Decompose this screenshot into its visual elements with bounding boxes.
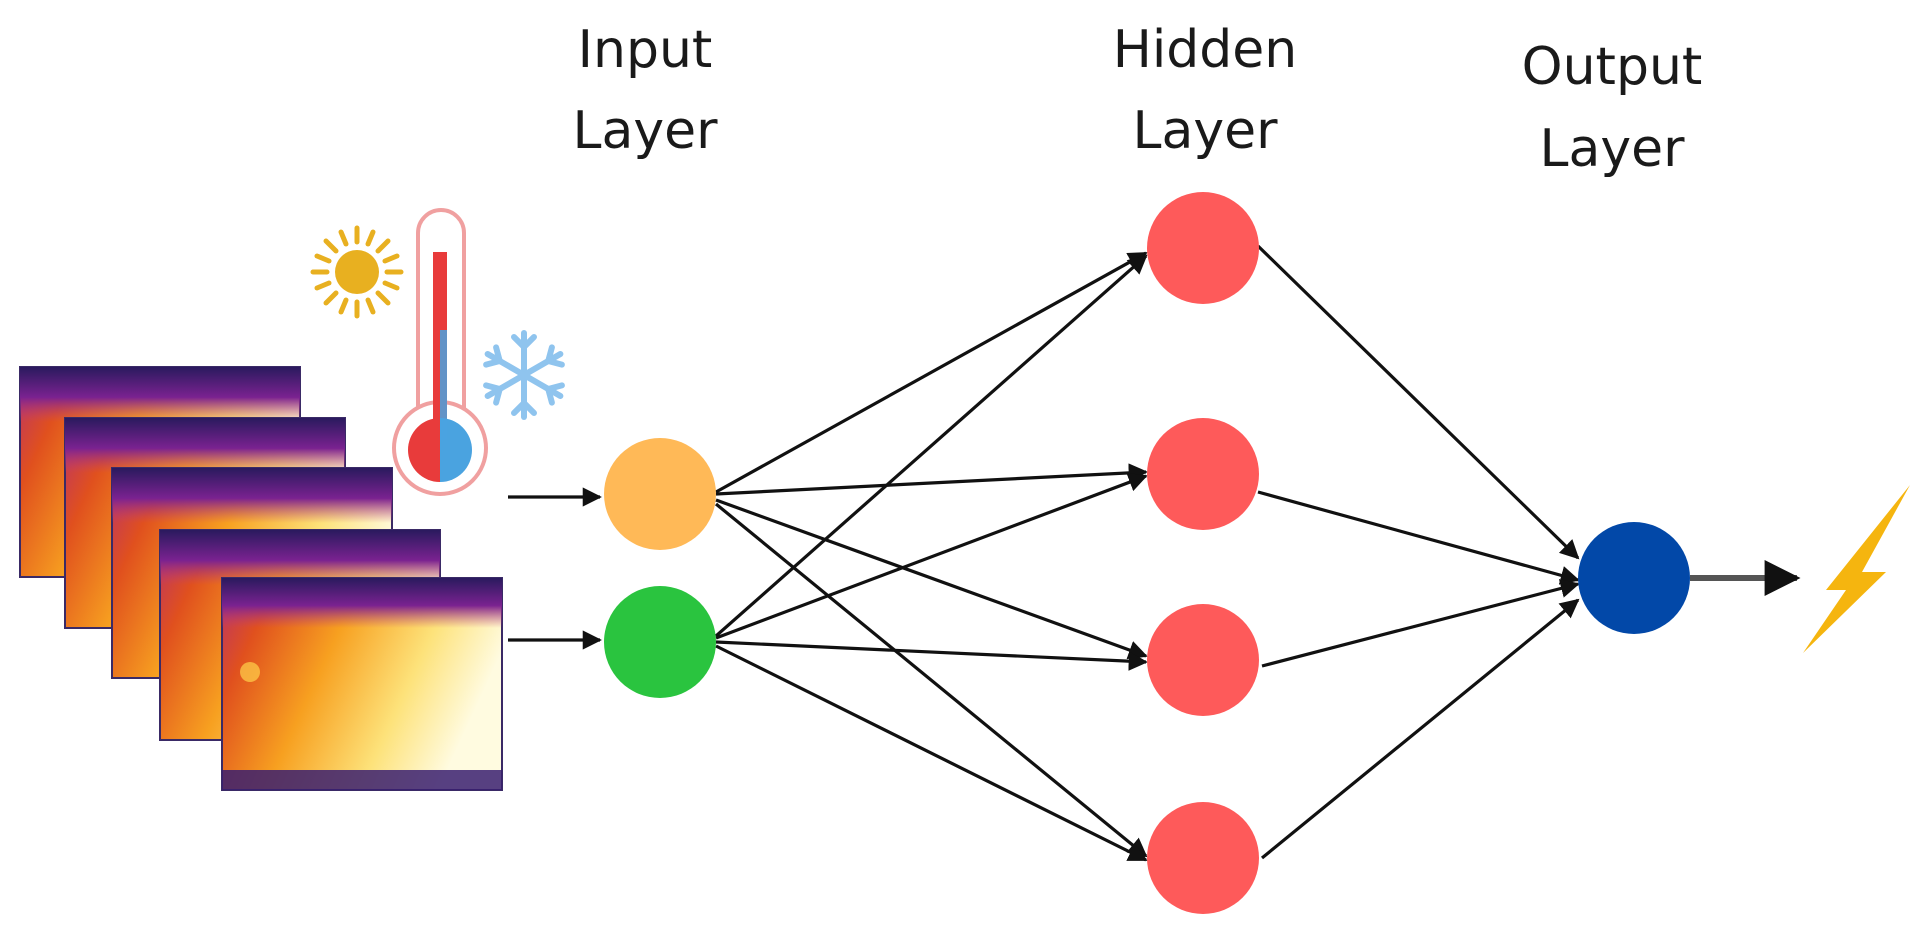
hidden-node-4	[1147, 802, 1259, 914]
thermal-image-5	[221, 577, 503, 791]
input-layer-label-line1: Input	[578, 20, 713, 80]
input-layer-label: Input Layer	[573, 20, 719, 161]
edge-i2-h3	[715, 640, 1148, 671]
edge-i2-h1	[714, 254, 1148, 638]
lightning-icon	[1803, 485, 1910, 653]
edge-i1-h4	[714, 502, 1148, 858]
hidden-layer-label: Hidden Layer	[1113, 20, 1298, 161]
edge-i2-h2	[715, 473, 1148, 640]
edge-h2-o	[1257, 490, 1580, 585]
edge-h3-o	[1261, 579, 1580, 668]
input-node-1	[604, 438, 716, 550]
edge-i1-h2	[715, 463, 1148, 496]
thermal-image-stack	[19, 366, 503, 791]
hidden-node-1	[1147, 192, 1259, 304]
edge-i1-h1	[715, 251, 1148, 494]
hidden-node-2	[1147, 418, 1259, 530]
edge-h4-o	[1260, 598, 1580, 860]
input-layer-label-line2: Layer	[573, 101, 719, 161]
snowflake-icon	[483, 330, 565, 420]
edge-i2-h4	[715, 644, 1148, 862]
edge-i1-h3	[715, 498, 1148, 660]
hidden-layer-label-line2: Layer	[1133, 101, 1279, 161]
output-layer-label-line1: Output	[1522, 37, 1703, 97]
hidden-node-3	[1147, 604, 1259, 716]
output-layer-label: Output Layer	[1522, 37, 1703, 179]
thermometer-icon	[392, 208, 488, 496]
output-node	[1578, 522, 1690, 634]
input-to-hidden-edges	[714, 251, 1148, 862]
output-layer-label-line2: Layer	[1540, 119, 1686, 179]
hidden-to-output-edges	[1256, 244, 1580, 860]
input-node-2	[604, 586, 716, 698]
edge-h1-o	[1256, 244, 1580, 560]
hidden-layer-label-line1: Hidden	[1113, 20, 1298, 80]
sun-icon	[310, 225, 404, 319]
